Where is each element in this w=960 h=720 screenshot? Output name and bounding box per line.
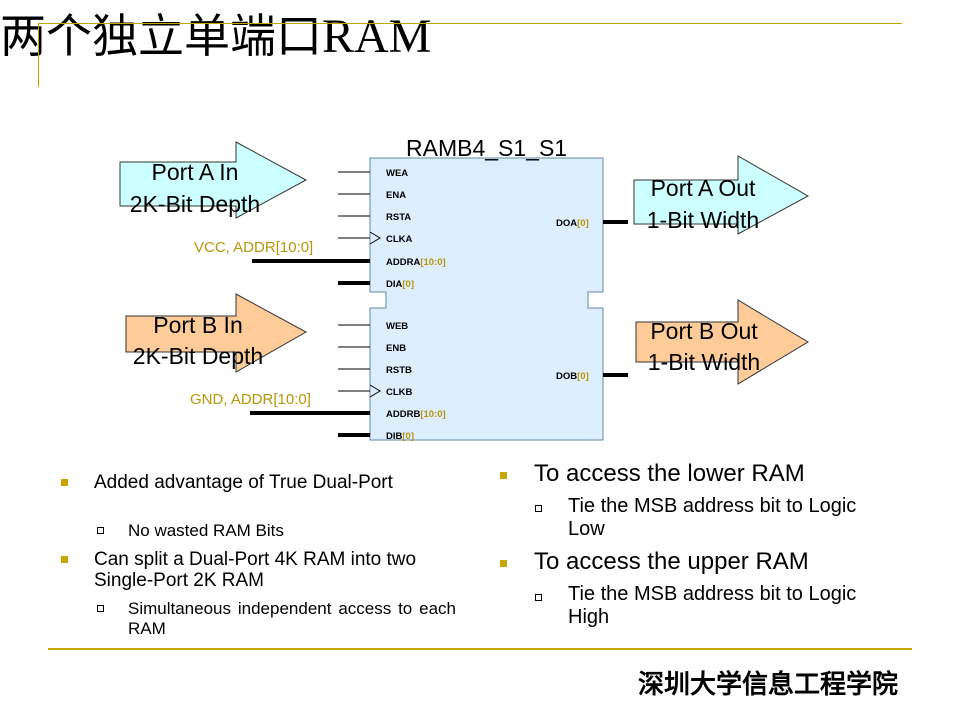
svg-text:ADDRA[10:0]: ADDRA[10:0]	[386, 257, 446, 268]
top-rule	[38, 23, 902, 24]
left-bullet-1: Added advantage of True Dual-Port	[94, 472, 393, 493]
pin-dia-bus: [0]	[402, 279, 414, 290]
port-b-out-line1: Port B Out	[650, 318, 758, 344]
svg-text:WEA: WEA	[386, 168, 408, 179]
bullet-marker	[61, 479, 68, 486]
pin-addra-bus: [10:0]	[420, 257, 445, 268]
port-a-out-line1: Port A Out	[651, 175, 756, 201]
block-name: RAMB4_S1_S1	[406, 135, 567, 161]
pin-clka: CLKA	[386, 234, 413, 245]
svg-text:RSTA: RSTA	[386, 212, 411, 223]
ram-block	[369, 157, 604, 441]
port-b-out-arrow	[635, 299, 809, 385]
pin-rstb: RSTB	[386, 365, 412, 376]
title-latin: RAM	[322, 10, 432, 63]
port-a-in-arrow	[119, 141, 308, 219]
bullet-marker	[500, 560, 507, 567]
sub-bullet-marker	[97, 527, 104, 534]
svg-text:RSTB: RSTB	[386, 365, 412, 376]
svg-text:ADDRB[10:0]: ADDRB[10:0]	[386, 409, 446, 420]
addr-b-label: GND, ADDR[10:0]	[190, 391, 311, 408]
pin-clkb: CLKB	[386, 387, 413, 398]
pin-dob: DOB[0]	[556, 371, 589, 382]
pin-addrb-bus: [10:0]	[420, 409, 445, 420]
ram-block-diagram: RAMB4_S1_S1 WEA ENA RSTA CLKA ADDRA[10:0…	[119, 135, 810, 442]
port-b-pin-labels: WEB ENB RSTB CLKB ADDRB[10:0] DIB[0]	[386, 321, 446, 442]
port-a-out-line2: 1-Bit Width	[647, 207, 759, 233]
port-a-in-line2: 2K-Bit Depth	[130, 191, 260, 217]
pin-dia: DIA	[386, 279, 403, 290]
pin-addra: ADDRA	[386, 257, 420, 268]
svg-text:WEB: WEB	[386, 321, 408, 332]
pin-dib: DIB	[386, 431, 403, 442]
pin-enb: ENB	[386, 343, 406, 354]
sub-bullet-marker	[535, 505, 542, 512]
port-a-out-arrow	[633, 155, 810, 235]
pin-dib-bus: [0]	[402, 431, 414, 442]
pin-wea: WEA	[386, 168, 408, 179]
clkb-clock-mark	[369, 384, 381, 398]
port-b-out-line2: 1-Bit Width	[648, 349, 760, 375]
right-sub-bullet-2: Tie the MSB address bit to Logic High	[568, 583, 857, 628]
svg-text:DIB[0]: DIB[0]	[386, 431, 414, 442]
addr-a-label: VCC, ADDR[10:0]	[194, 239, 313, 256]
port-a-pin-lines	[252, 171, 370, 285]
svg-text:DIA[0]: DIA[0]	[386, 279, 414, 290]
slide-title: 两个独立单端口RAM	[0, 0, 960, 66]
svg-text:CLKB: CLKB	[386, 387, 413, 398]
port-a-in-line1: Port A In	[152, 159, 239, 185]
pin-addrb: ADDRB	[386, 409, 420, 420]
bottom-rule	[48, 648, 912, 650]
title-cjk: 两个独立单端口	[0, 9, 322, 63]
footer-institution: 深圳大学信息工程学院	[637, 670, 898, 700]
svg-text:ENA: ENA	[386, 190, 406, 201]
port-b-in-arrow	[125, 293, 308, 373]
left-sub-bullet-2: Simultaneous independent access to each …	[128, 599, 456, 638]
bullet-marker	[61, 556, 68, 563]
port-a-pin-labels: WEA ENA RSTA CLKA ADDRA[10:0] DIA[0]	[386, 168, 446, 290]
sub-bullet-marker	[535, 594, 542, 601]
port-b-in-line2: 2K-Bit Depth	[133, 343, 263, 369]
left-bullet-2: Can split a Dual-Port 4K RAM into two Si…	[94, 549, 417, 591]
right-bullet-2: To access the upper RAM	[534, 548, 809, 575]
bullet-marker	[500, 472, 507, 479]
right-sub-bullet-1: Tie the MSB address bit to Logic Low	[568, 495, 857, 540]
pin-web: WEB	[386, 321, 408, 332]
svg-text:CLKA: CLKA	[386, 234, 413, 245]
clka-clock-mark	[369, 231, 381, 245]
pin-rsta: RSTA	[386, 212, 411, 223]
pin-doa: DOA[0]	[556, 218, 589, 229]
right-bullet-1: To access the lower RAM	[534, 460, 805, 487]
pin-ena: ENA	[386, 190, 406, 201]
port-b-pin-lines	[250, 324, 370, 437]
port-b-in-line1: Port B In	[153, 312, 242, 338]
svg-text:ENB: ENB	[386, 343, 406, 354]
left-rule	[38, 23, 39, 87]
left-sub-bullet-1: No wasted RAM Bits	[128, 521, 284, 540]
sub-bullet-marker	[97, 605, 104, 612]
